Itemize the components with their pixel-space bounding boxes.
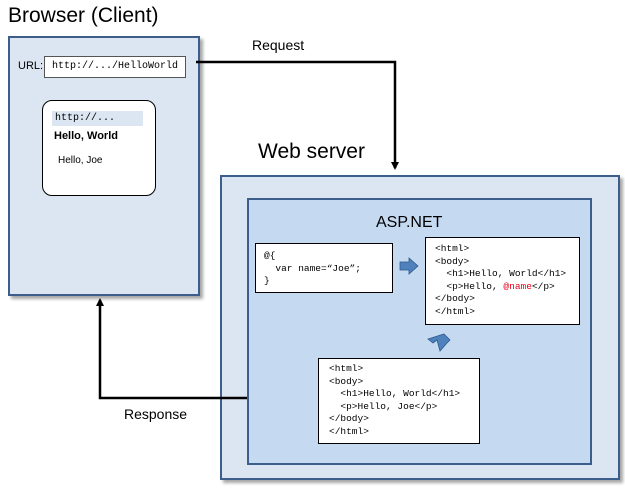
- request-arrow: [196, 60, 399, 170]
- code-line: <html>: [329, 363, 364, 374]
- code-line: </html>: [435, 305, 475, 317]
- code-line: <body>: [435, 255, 470, 267]
- response-label: Response: [124, 406, 188, 422]
- code-line: </body>: [329, 413, 369, 424]
- code-line: <p>Hello, Joe</p>: [329, 400, 438, 412]
- preview-heading: Hello, World: [54, 130, 118, 142]
- code-line: <body>: [329, 375, 364, 387]
- code-line: var name=“Joe”;: [264, 262, 361, 274]
- code-fragment: </p>: [531, 280, 555, 292]
- transform-arrow-right: [399, 257, 419, 275]
- code-line: </html>: [329, 425, 369, 437]
- razor-code-block: @{ var name=“Joe”;}: [255, 243, 393, 293]
- url-field: http://.../HelloWorld: [44, 56, 186, 78]
- response-arrow: [96, 298, 247, 400]
- razor-template-block: <html><body> <h1>Hello, World</h1> <p>He…: [425, 237, 580, 325]
- web-server-title: Web server: [258, 140, 365, 163]
- code-line: <h1>Hello, World</h1>: [329, 388, 461, 399]
- preview-url-bar: http://...: [52, 111, 143, 126]
- browser-title: Browser (Client): [8, 4, 159, 27]
- code-fragment: <p>Hello,: [435, 280, 504, 292]
- code-line: @{: [264, 250, 276, 261]
- request-label: Request: [252, 37, 305, 53]
- transform-arrow-down: [427, 333, 451, 352]
- razor-expression: @name: [503, 280, 532, 292]
- html-output-block: <html><body> <h1>Hello, World</h1> <p>He…: [318, 358, 480, 444]
- url-label: URL:: [18, 60, 44, 72]
- aspnet-title: ASP.NET: [376, 214, 443, 231]
- preview-paragraph: Hello, Joe: [58, 155, 103, 166]
- code-line: <h1>Hello, World</h1>: [435, 268, 567, 279]
- code-line: }: [264, 275, 270, 286]
- code-line-with-token: <p>Hello, @name</p>: [435, 281, 579, 294]
- code-line: </body>: [435, 293, 475, 304]
- code-line: <html>: [435, 243, 470, 254]
